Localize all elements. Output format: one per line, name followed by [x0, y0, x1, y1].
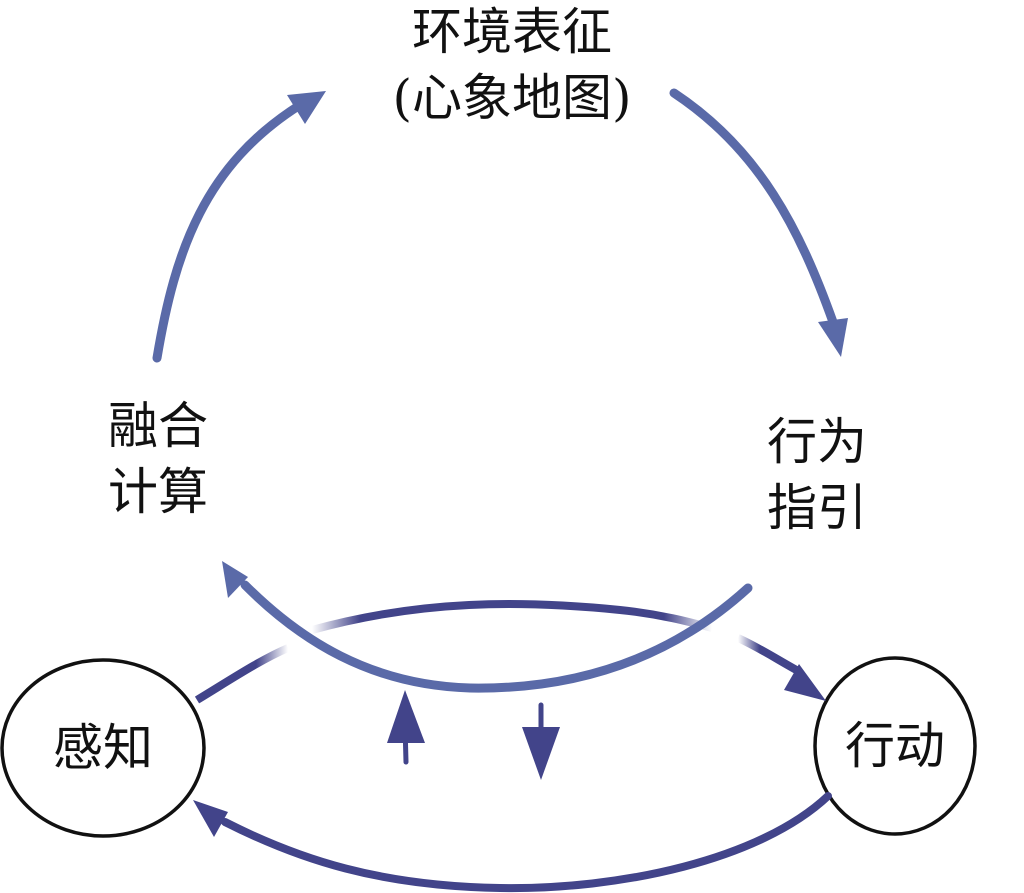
arrowhead-fusion-to-representation: [287, 91, 326, 124]
arrowhead-representation-to-guidance: [818, 318, 848, 357]
fusion-label[interactable]: 融合 计算: [108, 396, 208, 522]
arc-perception-to-action-top: [310, 600, 714, 634]
perception-node-circle[interactable]: [0, 658, 206, 838]
action-node-circle[interactable]: [813, 656, 977, 836]
arrow-guidance-to-fusion: [240, 580, 753, 693]
guidance-label[interactable]: 行为 指引: [767, 412, 867, 538]
arrowhead-perception-to-action: [784, 664, 826, 701]
representation-label-line1: 环境表征: [412, 3, 612, 61]
guidance-label-line2: 指引: [767, 479, 867, 537]
arrowhead-down: [522, 727, 560, 780]
fusion-label-line1: 融合: [108, 397, 208, 455]
arrowhead-guidance-to-fusion: [222, 561, 248, 598]
guidance-label-line1: 行为: [767, 413, 867, 471]
arrow-fusion-to-representation: [152, 100, 305, 363]
fusion-label-line2: 计算: [108, 463, 208, 521]
perception-label: 感知: [53, 719, 153, 777]
representation-label-line2: (心象地图): [392, 69, 632, 127]
arc-perception-to-action-left: [194, 644, 290, 704]
arc-perception-to-action-right: [736, 634, 802, 676]
arrowhead-action-to-perception: [193, 800, 228, 837]
arrowhead-up: [387, 690, 425, 743]
action-label: 行动: [845, 717, 945, 775]
representation-label[interactable]: 环境表征 (心象地图): [352, 2, 672, 128]
arrow-action-to-perception: [221, 792, 832, 893]
arrow-representation-to-guidance: [669, 88, 838, 327]
